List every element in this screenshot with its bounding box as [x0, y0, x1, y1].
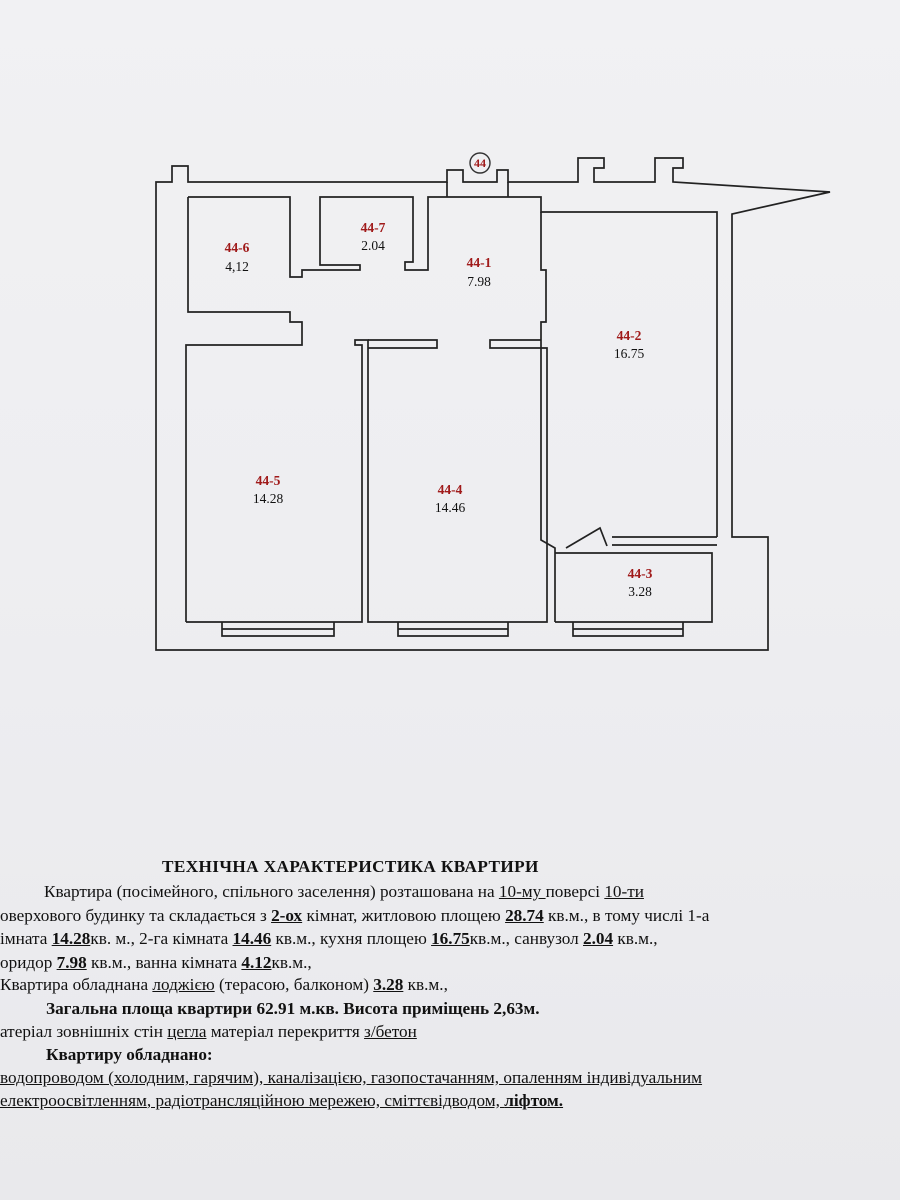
walls-material: цегла	[167, 1022, 207, 1041]
room-area-44-4: 14.46	[435, 500, 466, 515]
ceiling-material: з/бетон	[364, 1022, 417, 1041]
loggia-word: лоджією	[152, 975, 215, 994]
rooms-count: 2-ох	[271, 906, 303, 925]
window-2	[397, 622, 509, 637]
bathroom-wall	[555, 552, 713, 623]
room-id-44-5: 44-5	[256, 473, 281, 488]
room-44-top-wall	[368, 339, 438, 349]
spec-line-7: атеріал зовнішніх стін цегла матеріал пе…	[0, 1022, 417, 1041]
room-area-44-1: 7.98	[467, 274, 491, 289]
spec-line-3: імната 14.28кв. м., 2-га кімната 14.46 к…	[0, 929, 658, 948]
entry-door	[446, 182, 509, 197]
room-45-wall	[186, 339, 548, 623]
balcony-area: 3.28	[373, 975, 404, 994]
plan-walls	[155, 157, 831, 651]
window-1	[221, 622, 335, 637]
room-area-44-7: 2.04	[361, 238, 385, 253]
outer-wall	[155, 157, 831, 651]
spec-line-1: Квартира (посімейного, спільного заселен…	[44, 882, 644, 901]
top-inner-wall	[188, 196, 718, 537]
living-area: 28.74	[505, 906, 544, 925]
kitchen-area: 16.75	[431, 929, 470, 948]
apartment-number: 44	[474, 156, 486, 170]
room-id-44-3: 44-3	[628, 566, 653, 581]
wc-area: 2.04	[583, 929, 614, 948]
window-3	[572, 622, 684, 637]
room-labels: 44-6 4,12 44-7 2.04 44-1 7.98 44-2 16.75…	[225, 220, 653, 599]
apartment-number-circle	[469, 152, 491, 174]
left-inner-wall	[185, 197, 303, 622]
floor-value: 10-му	[498, 882, 546, 901]
spec-line-5: Квартира обладнана лоджією (терасою, бал…	[0, 975, 448, 994]
corridor-area: 7.98	[56, 953, 87, 972]
room-id-44-2: 44-2	[617, 328, 642, 343]
spec-line-10: електроосвітленням, радіотрансляційною м…	[0, 1091, 564, 1110]
room-id-44-6: 44-6	[225, 240, 250, 255]
room-area-44-6: 4,12	[225, 259, 249, 274]
room-area-44-5: 14.28	[253, 491, 284, 506]
spec-line-4: оридор 7.98 кв.м., ванна кімната 4.12кв.…	[0, 953, 312, 972]
spec-line-9: водопроводом (холодним, гарячим), каналі…	[0, 1068, 703, 1087]
room-id-44-1: 44-1	[467, 255, 492, 270]
room-1-area: 14.28	[51, 929, 91, 948]
bath-area: 4.12	[241, 953, 272, 972]
door-swing	[565, 526, 608, 549]
room-area-44-2: 16.75	[614, 346, 645, 361]
room-area-44-3: 3.28	[628, 584, 652, 599]
spec-equipped-heading: Квартиру обладнано:	[46, 1045, 213, 1064]
floor-plan: 44 44-6 4,12 44-7 2.04 44-1 7.98 44-2 16…	[155, 152, 831, 651]
room-id-44-7: 44-7	[361, 220, 386, 235]
bathroom-top-wall	[612, 536, 717, 546]
floors-value: 10-ти	[604, 882, 644, 901]
spec-title: ТЕХНІЧНА ХАРАКТЕРИСТИКА КВАРТИРИ	[162, 857, 539, 876]
room-2-area: 14.46	[232, 929, 272, 948]
spec-line-2: оверхового будинку та складається з 2-ох…	[0, 906, 710, 925]
corridor-right-wall	[540, 212, 556, 622]
spec-total-area: Загальна площа квартири 62.91 м.кв. Висо…	[46, 999, 540, 1018]
lift-word: ліфтом.	[504, 1091, 564, 1110]
room-id-44-4: 44-4	[438, 482, 463, 497]
